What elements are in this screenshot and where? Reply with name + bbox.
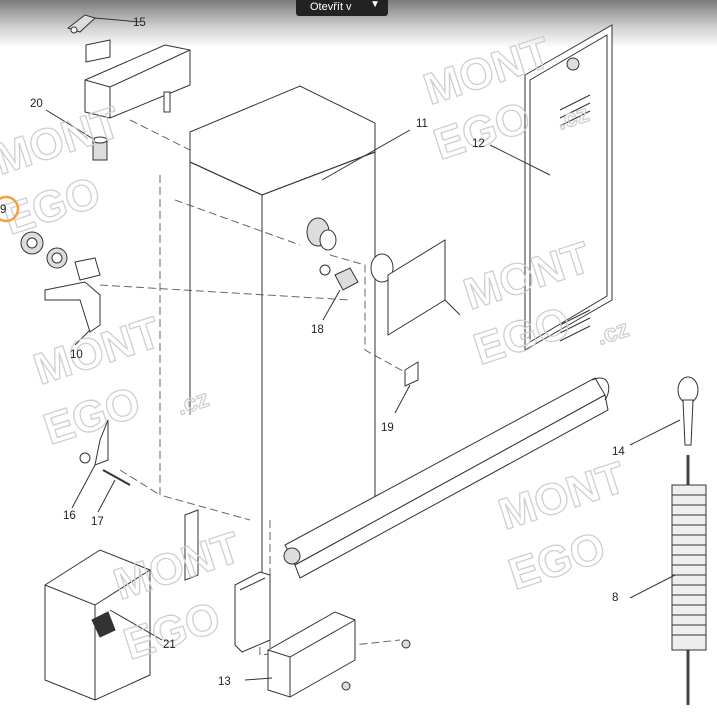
part-8-spring (629, 455, 707, 705)
part-14-rod-end (629, 376, 699, 446)
callout-15: 15 (133, 17, 146, 29)
drive-pulley (306, 217, 337, 251)
part-9-ring (20, 231, 68, 269)
watermark-line1: MONT (0, 98, 126, 185)
watermark-line1: MONT (493, 453, 631, 540)
callout-11: 11 (416, 118, 428, 130)
part-10-lever (44, 257, 101, 346)
open-in-button[interactable]: Otevřít v ▼ (296, 0, 388, 16)
chevron-down-icon: ▼ (370, 0, 380, 10)
part-21-box (44, 549, 163, 701)
callout-19: 19 (381, 422, 394, 434)
watermark-suffix: .cz (594, 315, 633, 351)
callout-9: 9 (0, 204, 6, 216)
part-11-housing (189, 85, 411, 600)
part-18-bracket (322, 267, 359, 321)
open-in-label: Otevřít v (310, 1, 352, 13)
highlight-marker (0, 195, 20, 223)
callout-labels: 15 20 11 12 9 18 10 19 14 16 17 8 21 13 (0, 17, 625, 688)
callout-14: 14 (612, 446, 625, 458)
part-12-door (489, 24, 613, 351)
callout-20: 20 (30, 98, 43, 110)
callout-8: 8 (612, 592, 618, 604)
watermark-suffix: .cz (174, 385, 213, 421)
callout-13: 13 (218, 676, 231, 688)
boom-arm (234, 377, 610, 653)
callout-10: 10 (70, 349, 83, 361)
callout-18: 18 (311, 324, 324, 336)
callout-12: 12 (472, 138, 485, 150)
watermark-line1: MONT (108, 523, 246, 610)
part-20-knob (45, 109, 108, 161)
callout-16: 16 (63, 510, 76, 522)
diagram-lines (20, 14, 707, 705)
part-17-pin (97, 469, 131, 513)
part-13-clamp (244, 611, 356, 698)
part-19-hinge (394, 361, 419, 414)
part-15-bracket (66, 14, 141, 34)
callout-17: 17 (91, 516, 104, 528)
part-16-latch (71, 419, 109, 509)
callout-21: 21 (163, 639, 176, 651)
